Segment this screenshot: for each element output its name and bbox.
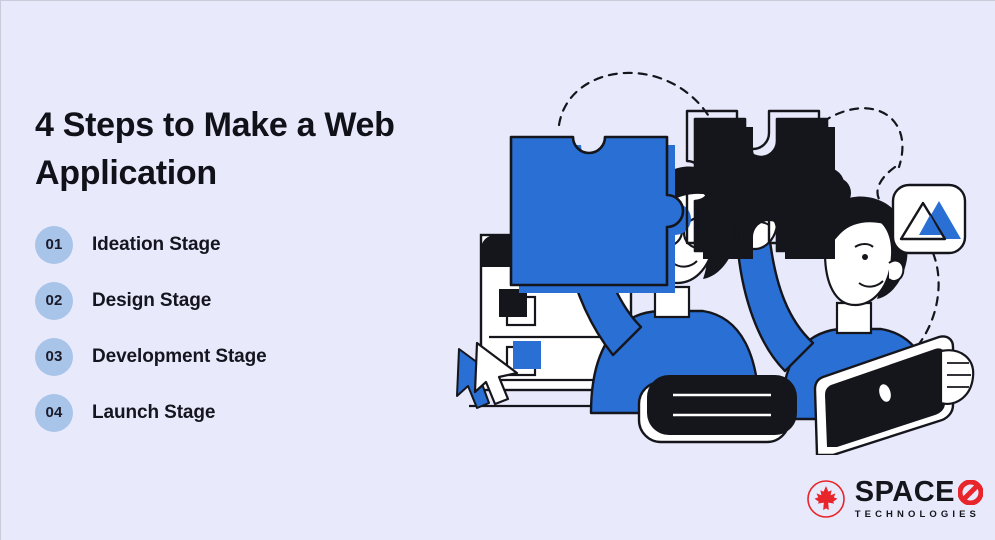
tablet: [813, 335, 975, 455]
steps-list: 01 Ideation Stage 02 Design Stage 03 Dev…: [35, 223, 455, 434]
blue-puzzle-piece: [509, 135, 691, 293]
dashed-path: [557, 71, 940, 379]
list-item: 01 Ideation Stage: [35, 223, 455, 266]
logo-text: SPACE TECHNOLOGIES: [854, 475, 983, 520]
logo-name: SPACE: [854, 475, 955, 508]
list-item: 02 Design Stage: [35, 279, 455, 322]
list-item: 03 Development Stage: [35, 335, 455, 378]
step-label: Launch Stage: [92, 401, 216, 423]
black-puzzle-piece: [685, 109, 851, 259]
step-number-badge: 01: [35, 225, 73, 264]
hero-illustration: [441, 25, 995, 455]
step-label: Development Stage: [92, 345, 267, 367]
app-badge-triangles: [891, 183, 967, 255]
cursor-arrows: [456, 341, 519, 409]
black-device: [637, 375, 797, 444]
text-column: 4 Steps to Make a Web Application 01 Ide…: [35, 101, 455, 447]
step-number-badge: 03: [35, 337, 73, 376]
step-number-badge: 02: [35, 281, 73, 320]
slashed-circle-icon: [958, 479, 983, 505]
step-label: Ideation Stage: [92, 233, 221, 255]
list-item: 04 Launch Stage: [35, 391, 455, 434]
brand-logo: SPACE TECHNOLOGIES: [806, 476, 983, 522]
step-label: Design Stage: [92, 289, 212, 311]
maple-leaf-icon: [806, 480, 845, 518]
tablet-camera: [879, 384, 891, 402]
logo-tagline: TECHNOLOGIES: [854, 508, 980, 520]
page-title: 4 Steps to Make a Web Application: [35, 106, 395, 192]
step-number-badge: 04: [35, 393, 73, 432]
